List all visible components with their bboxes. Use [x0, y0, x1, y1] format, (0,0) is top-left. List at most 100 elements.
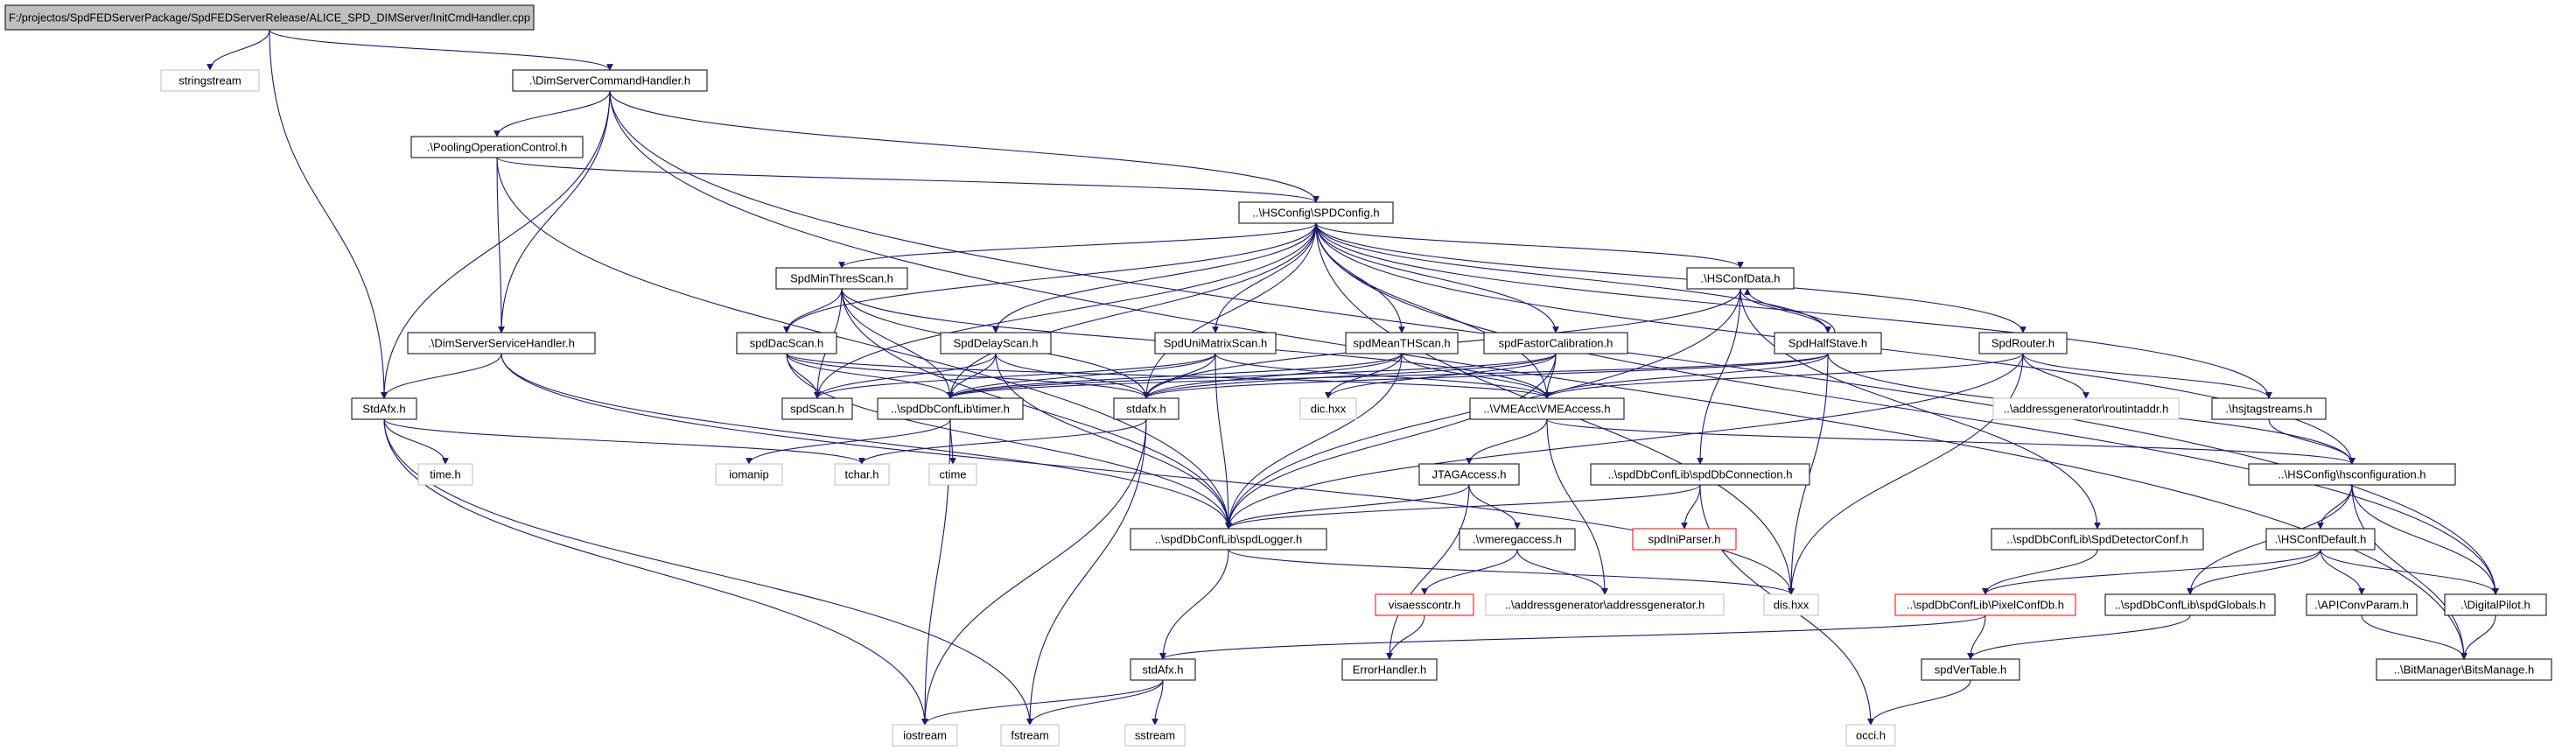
- edge-stdafxlow-to-iostream: [921, 418, 1147, 726]
- edge-dbconn-to-iniparser: [1681, 484, 1701, 530]
- node-digitalpilot[interactable]: .\DigitalPilot.h: [2444, 593, 2547, 616]
- node-iniparser[interactable]: spdIniParser.h: [1632, 528, 1737, 551]
- node-dimsvc[interactable]: .\DimServerServiceHandler.h: [407, 332, 596, 354]
- node-box-unimatrix: [1154, 332, 1277, 354]
- node-box-routintaddr: [1992, 397, 2180, 420]
- node-spdconfig[interactable]: ..\HSConfig\SPDConfig.h: [1238, 201, 1394, 224]
- node-fastor[interactable]: spdFastorCalibration.h: [1483, 332, 1628, 354]
- node-bitsmanage[interactable]: ..\BitManager\BitsManage.h: [2376, 658, 2552, 681]
- node-timer[interactable]: ..\spdDbConfLib\timer.h: [877, 397, 1024, 420]
- edge-spdconfig-to-router: [1315, 222, 2026, 333]
- node-hsjtag[interactable]: .\hsjtagstreams.h: [2211, 397, 2327, 420]
- node-label-spdscan: spdScan.h: [790, 403, 844, 416]
- node-spdvertable[interactable]: spdVerTable.h: [1921, 658, 2020, 681]
- node-label-fstream: fstream: [1011, 729, 1048, 742]
- node-box-hsconfdefault: [2265, 528, 2376, 551]
- node-visaesss[interactable]: visaesscontr.h: [1375, 593, 1474, 616]
- node-box-spdconfig: [1238, 201, 1394, 224]
- node-logger[interactable]: ..\spdDbConfLib\spdLogger.h: [1130, 528, 1327, 551]
- edge-minthres-to-dacscan: [783, 288, 843, 333]
- node-stdafxcap[interactable]: StdAfx.h: [351, 397, 417, 420]
- edge-pooling-to-logger: [496, 157, 1232, 530]
- node-vmeregaccess[interactable]: .\vmeregaccess.h: [1459, 528, 1576, 551]
- node-box-vmeaccess: [1469, 397, 1625, 420]
- edge-fastor-to-timer: [947, 353, 1557, 399]
- node-apiconv[interactable]: .\APIConvParam.h: [2306, 593, 2418, 616]
- node-box-stringstream: [160, 69, 260, 92]
- edge-halfstave-to-vmeaccess: [1544, 353, 1829, 399]
- node-label-hsconfdata: .\HSConfData.h: [1700, 272, 1780, 285]
- node-detectorconf[interactable]: ..\spdDbConfLib\SpdDetectorConf.h: [1991, 528, 2204, 551]
- node-box-ctime: [928, 463, 977, 486]
- node-label-router: SpdRouter.h: [1992, 337, 2054, 350]
- node-label-root: F:/projectos/SpdFEDServerPackage/SpdFEDS…: [9, 11, 530, 25]
- edge-dimcmd-to-dimsvc: [498, 90, 611, 333]
- node-stdafxlow[interactable]: stdafx.h: [1113, 397, 1180, 420]
- node-label-pixelconf: ..\spdDbConfLib\PixelConfDb.h: [1907, 599, 2064, 612]
- edge-stdafxlow-to-tchar: [858, 418, 1147, 465]
- node-jtag[interactable]: JTAGAccess.h: [1418, 463, 1520, 486]
- edge-dacscan-to-timer: [786, 353, 954, 399]
- edge-hsconfdata-to-halfstave: [1740, 288, 1831, 333]
- node-unimatrix[interactable]: SpdUniMatrixScan.h: [1154, 332, 1277, 354]
- node-occi[interactable]: occi.h: [1845, 724, 1896, 747]
- node-hsconfdefault[interactable]: .\HSConfDefault.h: [2265, 528, 2376, 551]
- node-pixelconf[interactable]: ..\spdDbConfLib\PixelConfDb.h: [1894, 593, 2076, 616]
- edge-root-to-dimcmd: [269, 29, 613, 71]
- node-label-halfstave: SpdHalfStave.h: [1788, 337, 1867, 350]
- node-dacscan[interactable]: spdDacScan.h: [736, 332, 837, 354]
- node-box-dacscan: [736, 332, 837, 354]
- node-minthres[interactable]: SpdMinThresScan.h: [775, 267, 908, 290]
- node-sstream[interactable]: sstream: [1124, 724, 1186, 747]
- node-spdscan[interactable]: spdScan.h: [781, 397, 853, 420]
- node-box-stdafxlow: [1113, 397, 1180, 420]
- edge-spdconfig-to-halfstave: [1315, 222, 1831, 333]
- edge-router-to-routintaddr: [2022, 353, 2090, 399]
- node-dis[interactable]: dis.hxx: [1763, 593, 1819, 616]
- node-box-timer: [877, 397, 1024, 420]
- header-nodes: F:/projectos/SpdFEDServerPackage/SpdFEDS…: [4, 4, 2552, 747]
- node-meanth[interactable]: spdMeanTHScan.h: [1345, 332, 1459, 354]
- node-iomanip[interactable]: iomanip: [715, 463, 783, 486]
- node-vmeaccess[interactable]: ..\VMEAcc\VMEAccess.h: [1469, 397, 1625, 420]
- edge-router-to-hsjtag: [2022, 353, 2272, 399]
- edge-router-to-vmeaccess: [1544, 353, 2024, 399]
- node-errorhandler[interactable]: ErrorHandler.h: [1341, 658, 1438, 681]
- node-pooling[interactable]: .\PoolingOperationControl.h: [410, 136, 584, 158]
- edge-meanth-to-stdafxlow: [1143, 353, 1403, 399]
- node-dic[interactable]: dic.hxx: [1299, 397, 1357, 420]
- node-time[interactable]: time.h: [417, 463, 473, 486]
- edge-spdconfig-to-unimatrix: [1212, 222, 1317, 333]
- node-dbconn[interactable]: ..\spdDbConfLib\spdDbConnection.h: [1590, 463, 1810, 486]
- node-root[interactable]: F:/projectos/SpdFEDServerPackage/SpdFEDS…: [4, 4, 535, 31]
- node-box-dimcmd: [512, 69, 708, 92]
- node-router[interactable]: SpdRouter.h: [1978, 332, 2068, 354]
- node-box-spdscan: [781, 397, 853, 420]
- node-routintaddr[interactable]: ..\addressgenerator\routintaddr.h: [1992, 397, 2180, 420]
- node-spdglobals[interactable]: ..\spdDbConfLib\spdGlobals.h: [2104, 593, 2276, 616]
- node-label-logger: ..\spdDbConfLib\spdLogger.h: [1155, 533, 1302, 546]
- node-hsconfiguration[interactable]: ..\HSConfig\hsconfiguration.h: [2248, 463, 2456, 486]
- node-box-pooling: [410, 136, 584, 158]
- node-box-dimsvc: [407, 332, 596, 354]
- node-fstream[interactable]: fstream: [1000, 724, 1060, 747]
- node-stdafxbot[interactable]: stdAfx.h: [1130, 658, 1196, 681]
- node-box-addrgen: [1485, 593, 1725, 616]
- node-box-vmeregaccess: [1459, 528, 1576, 551]
- node-dimcmd[interactable]: .\DimServerCommandHandler.h: [512, 69, 708, 92]
- node-ctime[interactable]: ctime: [928, 463, 977, 486]
- node-label-fastor: spdFastorCalibration.h: [1499, 337, 1614, 350]
- node-box-logger: [1130, 528, 1327, 551]
- node-delayscan[interactable]: SpdDelayScan.h: [940, 332, 1052, 354]
- node-addrgen[interactable]: ..\addressgenerator\addressgenerator.h: [1485, 593, 1725, 616]
- node-stringstream[interactable]: stringstream: [160, 69, 260, 92]
- node-box-hsconfdata: [1686, 267, 1795, 290]
- edge-fastor-to-dic: [1325, 353, 1557, 399]
- node-halfstave[interactable]: SpdHalfStave.h: [1774, 332, 1882, 354]
- node-tchar[interactable]: tchar.h: [834, 463, 890, 486]
- node-label-delayscan: SpdDelayScan.h: [954, 337, 1039, 350]
- node-iostream[interactable]: iostream: [892, 724, 958, 747]
- node-hsconfdata[interactable]: .\HSConfData.h: [1686, 267, 1795, 290]
- edge-jtag-to-errorhandler: [1386, 484, 1470, 660]
- node-box-visaesss: [1375, 593, 1474, 616]
